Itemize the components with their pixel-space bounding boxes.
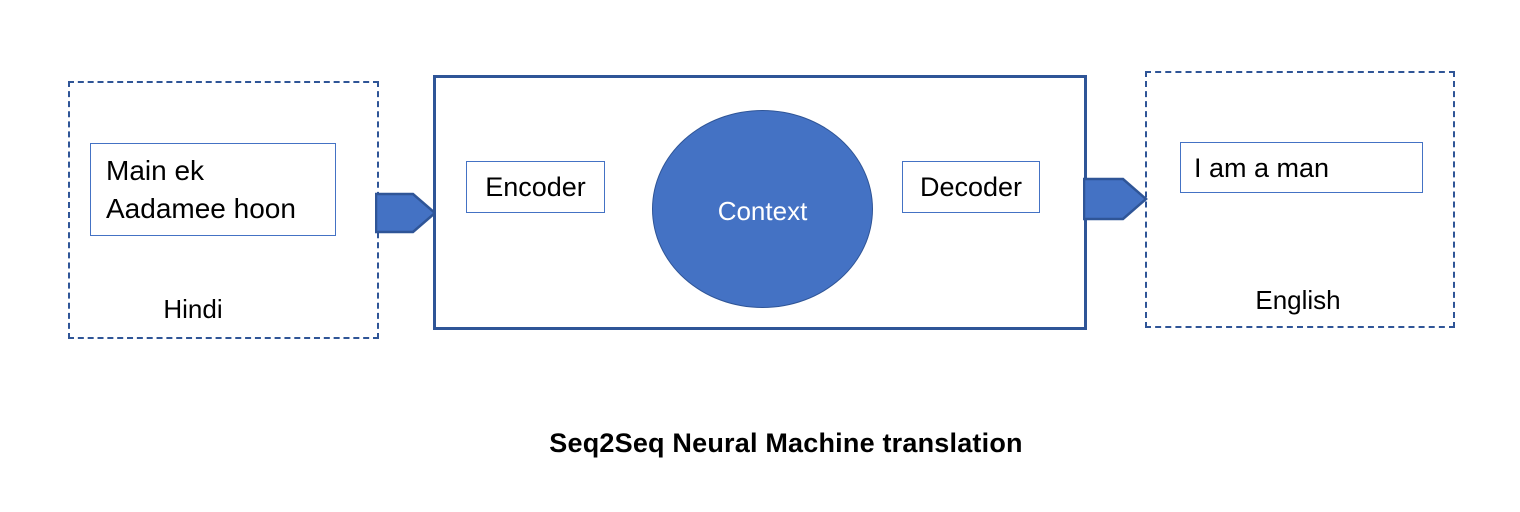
decoder-box: Decoder <box>902 161 1040 213</box>
source-text-line1: Main ek <box>106 154 205 186</box>
target-language-group <box>1145 71 1455 328</box>
target-text-box: I am a man <box>1180 142 1423 193</box>
target-text: I am a man <box>1194 152 1330 183</box>
context-ellipse: Context <box>652 110 873 308</box>
source-language-label: Hindi <box>163 294 223 324</box>
encoder-label: Encoder <box>485 171 586 202</box>
decoder-label: Decoder <box>919 171 1023 202</box>
source-text-box: Main ek Aadamee hoon <box>90 143 336 236</box>
diagram-caption: Seq2Seq Neural Machine translation <box>549 428 1023 458</box>
arrow-right-icon <box>1083 177 1148 221</box>
encoder-box: Encoder <box>466 161 605 213</box>
source-text-line2: Aadamee hoon <box>106 192 296 224</box>
target-language-label: English <box>1255 285 1341 315</box>
context-label: Context <box>717 195 808 226</box>
arrow-right-icon <box>375 192 437 234</box>
